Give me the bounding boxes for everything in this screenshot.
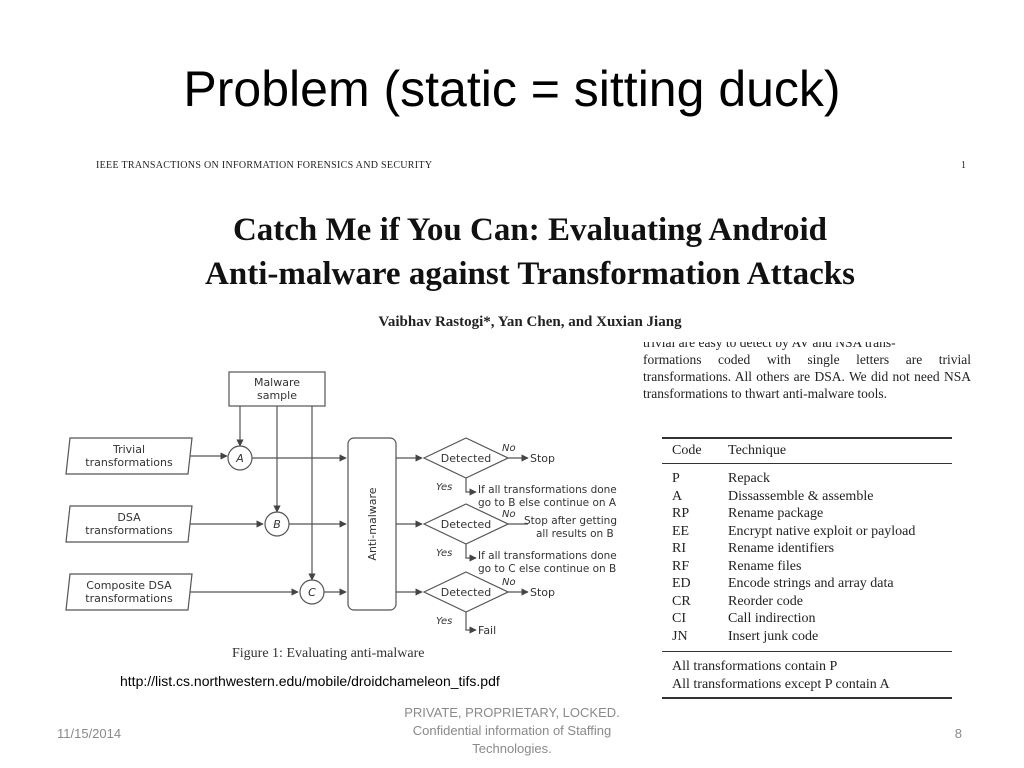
figure-caption: Figure 1: Evaluating anti-malware xyxy=(232,646,424,661)
malware-label-1: Malware xyxy=(254,376,300,389)
paper-title-line-1: Catch Me if You Can: Evaluating Android xyxy=(232,212,828,248)
trivial-label-2: transformations xyxy=(85,456,173,469)
note-1-line-1: If all transformations done xyxy=(478,484,617,496)
note-2-line-1: Stop after getting xyxy=(524,515,617,527)
no-label-2: No xyxy=(502,509,516,520)
note-3-line-2: go to C else continue on B xyxy=(478,563,616,575)
composite-label-1: Composite DSA xyxy=(86,579,172,592)
detected-label-1: Detected xyxy=(441,452,491,465)
no-label-1: No xyxy=(502,443,516,454)
trivial-transformations-box xyxy=(65,437,193,475)
source-url[interactable]: http://list.cs.northwestern.edu/mobile/d… xyxy=(120,673,500,689)
node-c-label: C xyxy=(308,586,316,599)
fail-label: Fail xyxy=(478,624,496,637)
composite-label-2: transformations xyxy=(85,592,173,605)
header-technique: Technique xyxy=(718,437,952,464)
yes-label-3: Yes xyxy=(436,616,452,627)
note-2-line-2: all results on B xyxy=(536,528,614,540)
slide-title: Problem (static = sitting duck) xyxy=(183,61,841,117)
footer-confidentiality: PRIVATE, PROPRIETARY, LOCKED. Confidenti… xyxy=(382,704,642,758)
node-b-label: B xyxy=(273,518,281,531)
stop-label-3: Stop xyxy=(530,586,555,599)
table-header-row: Code Technique xyxy=(662,437,952,464)
paper-excerpt: formations coded with single letters are… xyxy=(643,352,971,401)
footer-line-1: PRIVATE, PROPRIETARY, LOCKED. xyxy=(404,705,620,720)
journal-header: IEEE TRANSACTIONS ON INFORMATION FORENSI… xyxy=(96,160,433,171)
dsa-label-1: DSA xyxy=(117,511,141,524)
table-note-row: All transformations contain P xyxy=(662,651,952,676)
detected-label-3: Detected xyxy=(441,586,491,599)
dsa-transformations-box xyxy=(65,505,193,543)
excerpt-cut-line: trivial are easy to detect by AV and NSA… xyxy=(643,342,971,352)
malware-label-2: sample xyxy=(257,389,297,402)
evaluation-flow-diagram: Malware sample Trivial transformations D… xyxy=(65,371,617,661)
footer-date: 11/15/2014 xyxy=(57,726,122,741)
excerpt-cut-text: trivial are easy to detect by AV and NSA… xyxy=(643,342,896,350)
composite-dsa-transformations-box xyxy=(65,573,193,611)
yes-label-1: Yes xyxy=(436,482,452,493)
trivial-label-1: Trivial xyxy=(112,443,145,456)
stop-label-1: Stop xyxy=(530,452,555,465)
header-code: Code xyxy=(662,437,718,464)
paper-title-line-2: Anti-malware against Transformation Atta… xyxy=(205,256,855,292)
no-label-3: No xyxy=(502,577,516,588)
footer-page-number: 8 xyxy=(954,726,962,741)
table-note-row: All transformations except P contain A xyxy=(662,675,952,699)
journal-page-number: 1 xyxy=(961,160,966,171)
note-3-line-1: If all transformations done xyxy=(478,550,617,562)
paper-authors: Vaibhav Rastogi*, Yan Chen, and Xuxian J… xyxy=(378,314,682,330)
yes-label-2: Yes xyxy=(436,548,452,559)
footer-line-3: Technologies. xyxy=(472,741,552,756)
anti-malware-label: Anti-malware xyxy=(366,487,379,560)
footer-line-2: Confidential information of Staffing xyxy=(412,723,612,738)
paper-title: Catch Me if You Can: Evaluating Android … xyxy=(130,208,930,296)
detected-label-2: Detected xyxy=(441,518,491,531)
note-1-line-2: go to B else continue on A xyxy=(478,497,617,509)
dsa-label-2: transformations xyxy=(85,524,173,537)
node-a-label: A xyxy=(235,452,244,465)
